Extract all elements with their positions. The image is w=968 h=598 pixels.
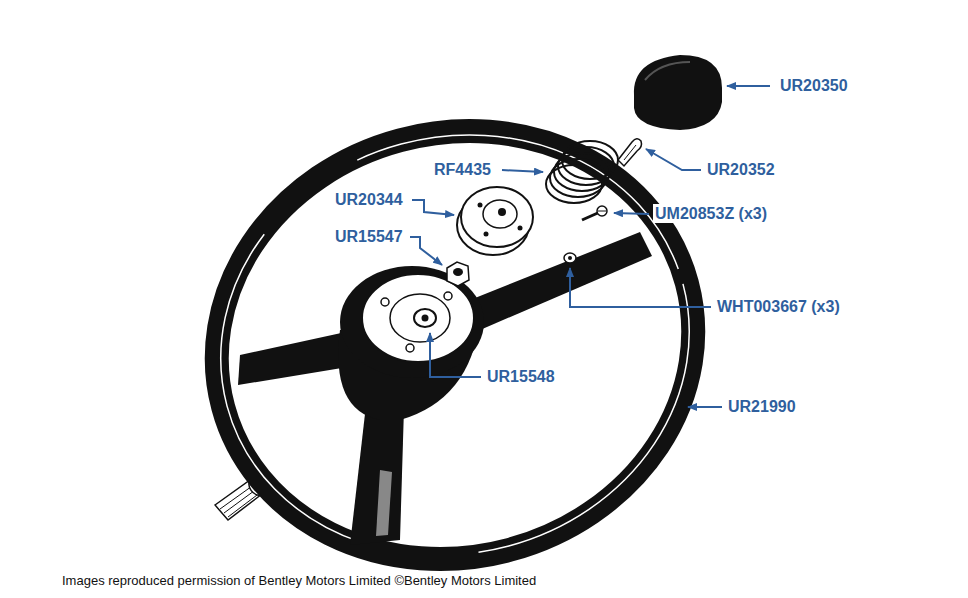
leader-line: [410, 237, 442, 265]
leader-line: [430, 333, 481, 377]
leader-line: [570, 268, 711, 307]
part-number: UR20350: [778, 76, 850, 95]
hub-bore: [422, 315, 429, 322]
clip-slot: [624, 145, 636, 160]
hub-nut: [414, 309, 436, 327]
leader-line: [502, 170, 543, 172]
nut-hex: [447, 262, 469, 286]
cap-body: [634, 55, 722, 130]
washers: [564, 253, 576, 263]
nut-bore: [453, 268, 463, 276]
contact-plate: [457, 187, 533, 255]
hub-ring: [390, 294, 450, 342]
washer: [564, 253, 576, 263]
horn-cap: [634, 55, 722, 130]
screw-slot: [598, 211, 606, 212]
leader-line: [727, 85, 770, 87]
washer-hole: [568, 256, 572, 260]
part-number: UR15548: [485, 367, 557, 386]
horn-clip: [618, 139, 642, 166]
part-number: RF4435: [432, 160, 493, 179]
plate-hole: [484, 232, 489, 237]
cap-highlight: [645, 62, 690, 80]
leader-line: [688, 406, 722, 408]
screws: [582, 206, 607, 220]
leader-line: [646, 149, 701, 170]
spring-coil: [562, 141, 618, 179]
leader-line: [412, 200, 454, 215]
part-number: WHT003667 (x3): [715, 297, 842, 316]
steering-wheel: [168, 78, 741, 598]
clip-body: [618, 139, 642, 166]
plate-boss: [483, 200, 517, 228]
leader-lines: [410, 86, 770, 407]
plate-bore: [498, 208, 506, 216]
hub-hole: [381, 298, 389, 306]
hub-hole: [444, 292, 452, 300]
hub-nut-part: [447, 262, 469, 286]
part-number: UR20344: [333, 190, 405, 209]
part-number: UM20853Z (x3): [653, 204, 769, 223]
hub-plate: [362, 274, 474, 362]
rim-highlight: [173, 83, 737, 598]
part-number: UR21990: [726, 397, 798, 416]
plate-disc: [461, 187, 533, 247]
horn-spring: [546, 141, 618, 203]
spoke-highlight: [376, 470, 392, 536]
screw-head: [597, 206, 607, 216]
plate-hole: [518, 226, 523, 231]
part-number: UR20352: [705, 160, 777, 179]
wheel-rim: [168, 78, 741, 598]
plate-hole: [478, 203, 483, 208]
copyright-caption: Images reproduced permission of Bentley …: [62, 573, 536, 589]
part-number: UR15547: [333, 227, 405, 246]
hub-hole: [406, 344, 414, 352]
leader-line: [614, 213, 649, 214]
